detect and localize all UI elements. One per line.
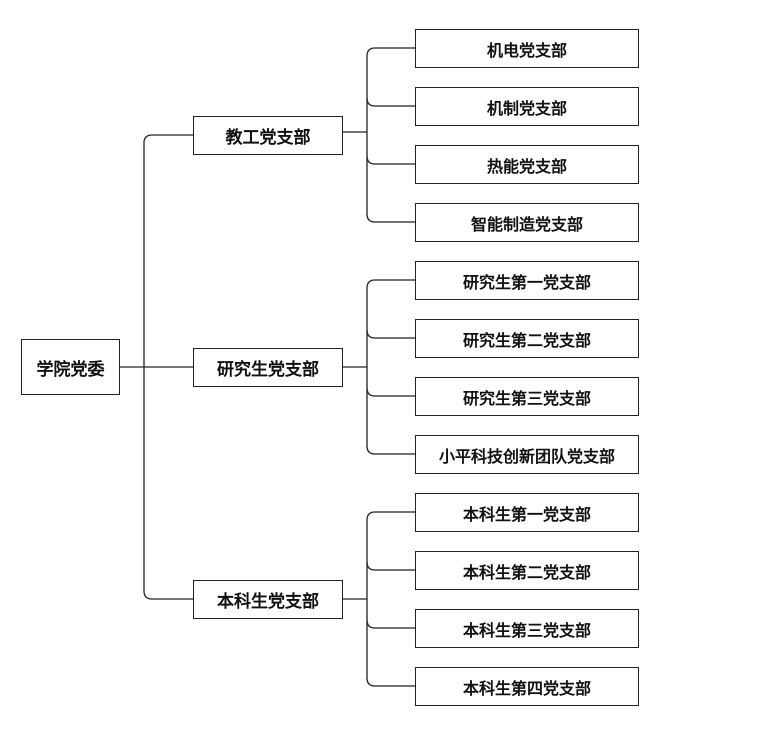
branch-node-2: 研究生党支部 xyxy=(193,348,343,387)
leaf-node-label: 热能党支部 xyxy=(486,156,567,176)
leaf-node-label: 研究生第三党支部 xyxy=(462,388,591,408)
leaf-node-label: 研究生第一党支部 xyxy=(462,272,591,292)
leaf-node-1-2: 机制党支部 xyxy=(415,87,639,126)
connector-branch-1-leaf-3 xyxy=(366,155,415,165)
leaf-node-label: 研究生第二党支部 xyxy=(462,330,591,350)
leaf-node-1-3: 热能党支部 xyxy=(415,145,639,184)
connector-root-spine xyxy=(143,134,153,600)
connector-branch-2-leaf-3 xyxy=(366,387,415,397)
leaf-node-label: 本科生第三党支部 xyxy=(462,620,591,640)
connector-branch-2-spine xyxy=(366,279,376,455)
leaf-node-2-2: 研究生第二党支部 xyxy=(415,319,639,358)
leaf-node-1-4: 智能制造党支部 xyxy=(415,203,639,242)
root-node: 学院党委 xyxy=(21,339,120,395)
leaf-node-3-4: 本科生第四党支部 xyxy=(415,667,639,706)
branch-node-label: 研究生党支部 xyxy=(217,360,319,380)
leaf-node-label: 机电党支部 xyxy=(486,40,567,60)
connector-branch-3-leaf-2 xyxy=(366,561,415,571)
connector-branch-3-spine xyxy=(366,511,376,687)
connector-branch-1-spine xyxy=(366,47,376,223)
leaf-node-label: 本科生第二党支部 xyxy=(462,562,591,582)
leaf-node-3-1: 本科生第一党支部 xyxy=(415,493,639,532)
leaf-node-label: 智能制造党支部 xyxy=(470,214,583,234)
leaf-node-1-1: 机电党支部 xyxy=(415,29,639,68)
leaf-node-3-2: 本科生第二党支部 xyxy=(415,551,639,590)
leaf-node-label: 本科生第四党支部 xyxy=(462,678,591,698)
root-node-label: 学院党委 xyxy=(36,359,105,380)
branch-node-3: 本科生党支部 xyxy=(193,580,343,619)
leaf-node-2-4: 小平科技创新团队党支部 xyxy=(415,435,639,474)
branch-node-label: 本科生党支部 xyxy=(217,592,319,612)
connector-branch-2-leaf-2 xyxy=(366,329,415,339)
leaf-node-label: 机制党支部 xyxy=(486,98,567,118)
leaf-node-2-3: 研究生第三党支部 xyxy=(415,377,639,416)
leaf-node-label: 小平科技创新团队党支部 xyxy=(438,446,615,466)
leaf-node-2-1: 研究生第一党支部 xyxy=(415,261,639,300)
connector-branch-1-leaf-2 xyxy=(366,97,415,107)
branch-node-label: 教工党支部 xyxy=(225,128,311,148)
connector-branch-3-leaf-3 xyxy=(366,619,415,629)
leaf-node-3-3: 本科生第三党支部 xyxy=(415,609,639,648)
leaf-node-label: 本科生第一党支部 xyxy=(462,504,591,524)
branch-node-1: 教工党支部 xyxy=(193,116,343,155)
